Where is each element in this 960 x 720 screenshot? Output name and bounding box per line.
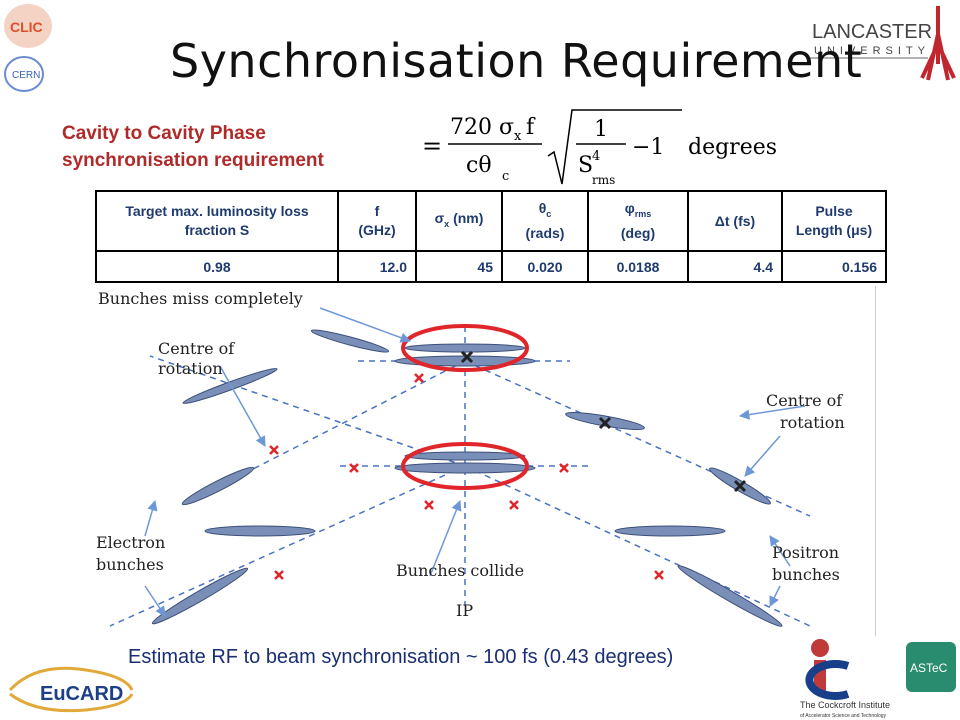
cell-sigma: 45 [415, 250, 503, 283]
formula-root-den-sub: rms [592, 173, 615, 187]
astec-logo: ASTeC [906, 642, 956, 692]
page-title: Synchronisation Requirement [170, 34, 863, 88]
cell-theta: 0.020 [501, 250, 589, 283]
collision-rings [401, 324, 529, 490]
label-electron-2: bunches [96, 555, 164, 574]
black-crosses [460, 350, 747, 493]
label-centre-right-2: rotation [780, 413, 845, 432]
bunches [151, 329, 783, 627]
cell-dt: 4.4 [687, 250, 783, 283]
footer-text: Estimate RF to beam synchronisation ~ 10… [128, 646, 674, 668]
formula-numerator-sub: x [514, 129, 522, 144]
label-ip: IP [456, 601, 473, 620]
label-positron-1: Positron [772, 543, 839, 562]
cockcroft-line1: The Cockcroft Institute [800, 700, 890, 710]
header-sigma: σx (nm) [415, 190, 503, 252]
label-positron-2: bunches [772, 565, 840, 584]
subtitle-line1: Cavity to Cavity Phase [62, 123, 266, 144]
cern-logo: CERN [4, 56, 44, 92]
formula-numerator: 720 σ [450, 115, 514, 140]
table-row: 0.98 12.0 45 0.020 0.0188 4.4 0.156 [95, 250, 887, 283]
label-centre-left-1: Centre of [158, 339, 235, 358]
cell-s: 0.98 [95, 250, 339, 283]
red-crosses [269, 373, 664, 580]
formula-root-num: 1 [594, 117, 608, 142]
lancaster-line2: UNIVERSITY [814, 45, 930, 57]
cockcroft-line2: of Accelerator Science and Technology [800, 713, 887, 719]
clic-logo-text: CLIC [10, 19, 43, 35]
annotation-arrows [144, 307, 806, 617]
clic-logo: CLIC [4, 4, 52, 48]
cockcroft-logo: The Cockcroft Institute of Accelerator S… [800, 639, 890, 719]
cell-f: 12.0 [337, 250, 417, 283]
collision-diagram: Bunches miss completely Centre of rotati… [96, 289, 845, 627]
header-theta: θc(rads) [501, 190, 589, 252]
table-header-row: Target max. luminosity loss fraction S f… [95, 190, 887, 252]
subtitle: Cavity to Cavity Phase synchronisation r… [62, 120, 324, 174]
cern-logo-text: CERN [12, 70, 40, 81]
label-electron-1: Electron [96, 533, 165, 552]
parameter-table: Target max. luminosity loss fraction S f… [95, 190, 887, 283]
formula-equals: = [422, 132, 442, 160]
header-dt: Δt (fs) [687, 190, 783, 252]
cell-pulse: 0.156 [781, 250, 887, 283]
label-centre-right-1: Centre of [766, 391, 843, 410]
diagram-border [875, 286, 876, 636]
label-centre-left-2: rotation [158, 359, 223, 378]
header-f: f(GHz) [337, 190, 417, 252]
eucard-logo-text: EuCARD [40, 683, 123, 705]
formula-root-den-sup: 4 [592, 149, 600, 164]
label-bunches-collide: Bunches collide [396, 561, 524, 580]
header-phi: φrms(deg) [587, 190, 689, 252]
eucard-logo: EuCARD [8, 666, 134, 713]
formula-minus-one: −1 [632, 135, 664, 160]
formula-denominator: cθ [466, 153, 492, 178]
formula-root-den: S [578, 153, 593, 178]
formula-numerator-tail: f [526, 115, 536, 140]
lancaster-logo: LANCASTER UNIVERSITY [810, 6, 956, 81]
subtitle-line2: synchronisation requirement [62, 150, 324, 171]
formula: = 720 σ x f cθ c 1 S 4 rms −1 degrees [422, 109, 777, 187]
cell-phi: 0.0188 [587, 250, 689, 283]
formula-denominator-sub: c [502, 169, 509, 184]
astec-logo-text: ASTeC [910, 661, 948, 675]
lancaster-line1: LANCASTER [812, 21, 932, 43]
header-s: Target max. luminosity loss fraction S [95, 190, 339, 252]
label-bunches-miss: Bunches miss completely [98, 289, 303, 308]
formula-unit: degrees [688, 135, 777, 160]
